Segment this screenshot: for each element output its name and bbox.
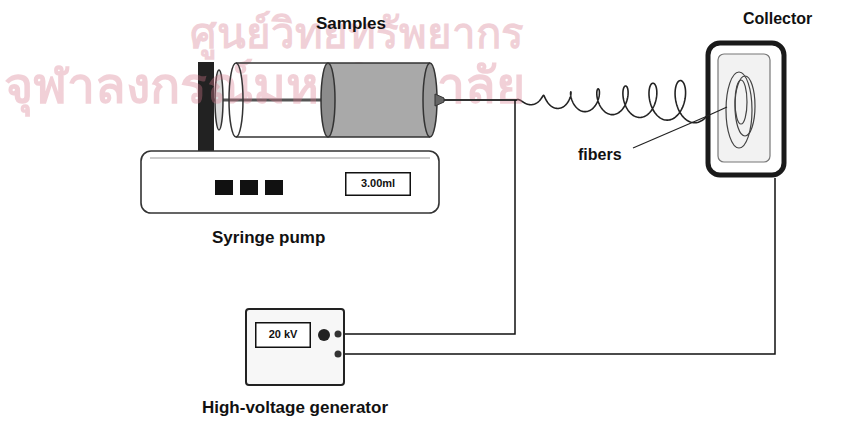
- watermark: จุฬาลงกรณ์มหาวิทยาลัย: [4, 46, 525, 125]
- voltage-generator: 20 kVHigh-voltage generator: [245, 308, 345, 386]
- barrel-wall: [236, 136, 430, 138]
- syringe-outline: [228, 60, 520, 140]
- plate-frame: [708, 43, 784, 175]
- sample-fluid: [328, 63, 430, 137]
- display-frame: [346, 173, 411, 196]
- barrel-wall: [236, 62, 430, 64]
- nozzle: [435, 94, 444, 106]
- needle: [444, 99, 517, 101]
- terminal: [335, 331, 342, 338]
- voltage-display: 20 kV: [255, 322, 311, 348]
- collector-plate-outline: [705, 40, 787, 178]
- control-knob: [318, 329, 330, 341]
- syringe-pump: 3.00mlSyringe pump: [140, 150, 440, 214]
- part-label: fibers: [578, 146, 622, 164]
- pump-body: [141, 151, 439, 213]
- plunger-seal: [321, 63, 335, 137]
- display-reading: 3.00ml: [357, 172, 399, 194]
- pump-edge: [150, 158, 430, 159]
- syringe: Samples: [228, 60, 520, 140]
- pump-button: [265, 180, 283, 195]
- display-reading: 20 kV: [265, 322, 302, 346]
- generator-case: [246, 309, 344, 385]
- fiber-jet: [516, 78, 714, 123]
- terminal: [335, 351, 342, 358]
- part-label: Collector: [743, 10, 812, 28]
- part-label: Syringe pump: [212, 228, 325, 248]
- leader-line: [705, 107, 727, 117]
- part-label: Samples: [316, 14, 386, 34]
- pump-button: [240, 180, 258, 195]
- pump-button: [215, 180, 233, 195]
- needle-wire: [514, 100, 516, 140]
- barrel-end: [229, 63, 243, 137]
- display-frame: [256, 323, 311, 348]
- collector-plate: Collectorfibers: [705, 40, 787, 178]
- collected-fiber: [726, 72, 752, 148]
- leader-line: [633, 117, 705, 148]
- pump-display: 3.00ml: [345, 172, 411, 196]
- part-label: High-voltage generator: [202, 398, 388, 418]
